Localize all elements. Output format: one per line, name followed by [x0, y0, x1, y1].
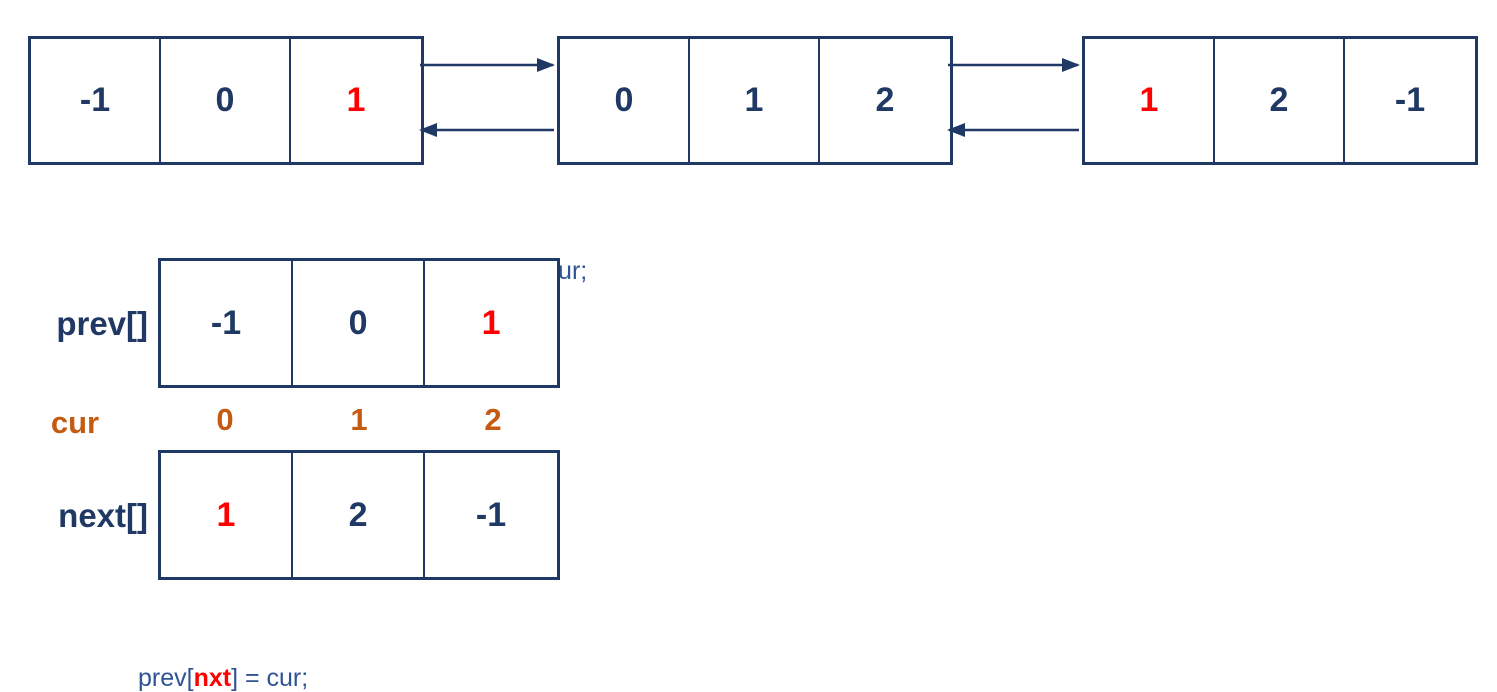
- list-node-3: 1 2 -1: [1082, 36, 1478, 165]
- array-cell-value: -1: [210, 303, 242, 342]
- array-cell-value: -1: [475, 495, 507, 534]
- array-cell-value: 0: [348, 303, 368, 342]
- array-cell-value: 2: [348, 495, 368, 534]
- list-node-2: 0 1 2: [557, 36, 953, 165]
- node-cell: 0: [560, 39, 690, 162]
- array-cell: -1: [161, 261, 294, 385]
- array-cell-value: 1: [481, 303, 501, 342]
- node-cell-value: 2: [1269, 81, 1289, 119]
- prev-array: -1 0 1: [158, 258, 560, 388]
- code-highlight: nxt: [193, 664, 232, 692]
- node-cell-value: -1: [79, 81, 111, 119]
- cur-index-row: 0 1 2: [158, 402, 560, 438]
- code-annotation-prev: prev[nxt] = cur; prev[2] = 1;: [138, 596, 308, 692]
- code-text: prev[: [138, 664, 194, 692]
- list-node-1: -1 0 1: [28, 36, 424, 165]
- next-array: 1 2 -1: [158, 450, 560, 580]
- code-text: ] = cur;: [231, 664, 309, 692]
- cur-index: 0: [216, 402, 234, 437]
- array-cell-value: 1: [216, 495, 236, 534]
- cur-index: 2: [484, 402, 502, 437]
- array-cell: 1: [425, 261, 557, 385]
- array-cell: 1: [161, 453, 294, 577]
- code-line: prev[nxt] = cur;: [138, 662, 308, 692]
- prev-array-label: prev[]: [56, 305, 148, 342]
- node-cell-value: 0: [614, 81, 634, 119]
- node-cell: 1: [291, 39, 421, 162]
- array-cell: -1: [425, 453, 557, 577]
- node-cell-value: -1: [1394, 81, 1426, 119]
- node-cell: 2: [1215, 39, 1345, 162]
- next-array-label: next[]: [58, 497, 148, 534]
- array-cell: 0: [293, 261, 426, 385]
- cur-index: 1: [350, 402, 368, 437]
- cur-label: cur: [50, 405, 100, 440]
- node-cell-value: 1: [346, 81, 366, 119]
- node-cell-value: 0: [215, 81, 235, 119]
- node-cell: 0: [161, 39, 291, 162]
- node-cell-value: 1: [744, 81, 764, 119]
- node-cell: 2: [820, 39, 950, 162]
- node-cell-value: 2: [875, 81, 895, 119]
- array-cell: 2: [293, 453, 426, 577]
- node-cell: 1: [690, 39, 820, 162]
- node-cell: 1: [1085, 39, 1215, 162]
- node-cell-value: 1: [1139, 81, 1159, 119]
- node-cell: -1: [1345, 39, 1475, 162]
- node-cell: -1: [31, 39, 161, 162]
